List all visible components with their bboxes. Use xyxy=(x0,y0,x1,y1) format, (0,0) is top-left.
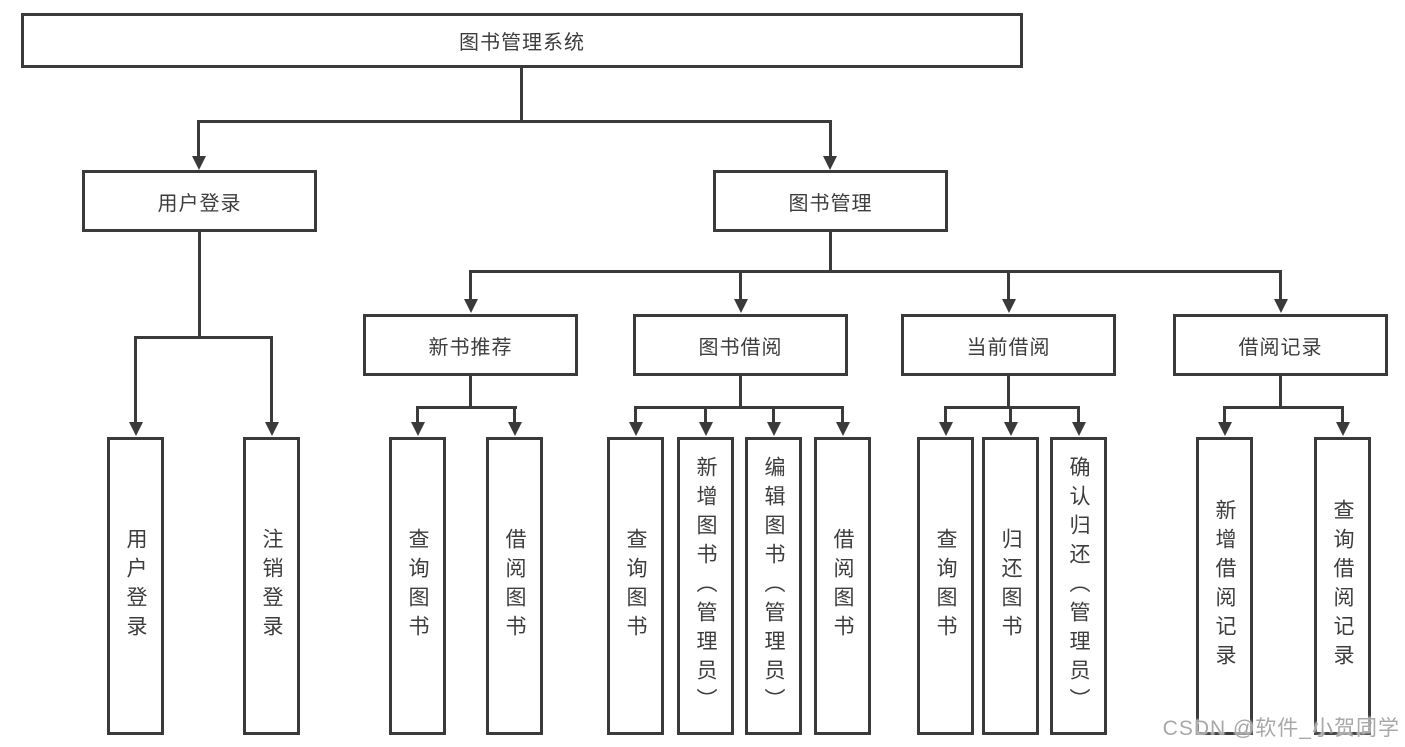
connector-line xyxy=(944,406,947,422)
leaf-confirm-return-admin: 确认归还（管理员） xyxy=(1050,437,1107,735)
connector-line xyxy=(197,120,200,157)
node-book-borrowing: 图书借阅 xyxy=(633,314,848,376)
connector-line xyxy=(634,406,844,409)
leaf-query-books-recommend: 查询图书 xyxy=(389,437,446,735)
leaf-return-books: 归还图书 xyxy=(982,437,1039,735)
arrow-down-icon xyxy=(939,422,953,436)
arrow-down-icon xyxy=(1002,299,1016,313)
arrow-down-icon xyxy=(699,422,713,436)
leaf-borrow-books-recommend: 借阅图书 xyxy=(486,437,543,735)
leaf-label: 查询借阅记录 xyxy=(1331,499,1354,673)
leaf-label: 借阅图书 xyxy=(831,528,854,644)
node-new-book-recommendation: 新书推荐 xyxy=(363,314,578,376)
leaf-query-books-current: 查询图书 xyxy=(917,437,974,735)
node-book-management: 图书管理 xyxy=(713,170,948,232)
node-borrowing-records: 借阅记录 xyxy=(1173,314,1388,376)
leaf-label: 新增图书（管理员） xyxy=(694,455,717,717)
leaf-add-books-admin: 新增图书（管理员） xyxy=(677,437,734,735)
arrow-down-icon xyxy=(508,422,522,436)
leaf-query-borrow-record: 查询借阅记录 xyxy=(1314,437,1371,735)
connector-line xyxy=(1223,406,1226,422)
connector-line xyxy=(704,406,707,422)
leaf-label: 新增借阅记录 xyxy=(1213,499,1236,673)
leaf-label: 查询图书 xyxy=(934,528,957,644)
leaf-add-borrow-record: 新增借阅记录 xyxy=(1196,437,1253,735)
arrow-down-icon xyxy=(823,156,837,170)
leaf-label: 确认归还（管理员） xyxy=(1067,455,1090,717)
connector-line xyxy=(1077,406,1080,422)
connector-line xyxy=(1007,270,1010,300)
arrow-down-icon xyxy=(1218,422,1232,436)
connector-line xyxy=(198,232,201,339)
arrow-down-icon xyxy=(629,422,643,436)
arrow-down-icon xyxy=(411,422,425,436)
connector-line xyxy=(134,336,137,422)
arrow-down-icon xyxy=(1336,422,1350,436)
connector-line xyxy=(1009,406,1012,422)
connector-line xyxy=(469,270,472,300)
node-current-borrowing: 当前借阅 xyxy=(901,314,1116,376)
arrow-down-icon xyxy=(1004,422,1018,436)
leaf-label: 归还图书 xyxy=(999,528,1022,644)
connector-line xyxy=(739,376,742,409)
leaf-label: 注销登录 xyxy=(260,528,283,644)
node-user-login: 用户登录 xyxy=(82,170,317,232)
node-root: 图书管理系统 xyxy=(21,13,1023,68)
leaf-label: 查询图书 xyxy=(406,528,429,644)
connector-line xyxy=(739,270,742,300)
arrow-down-icon xyxy=(265,422,279,436)
arrow-down-icon xyxy=(767,422,781,436)
connector-line xyxy=(520,68,523,123)
connector-line xyxy=(270,336,273,422)
leaf-label: 查询图书 xyxy=(624,528,647,644)
connector-line xyxy=(772,406,775,422)
arrow-down-icon xyxy=(836,422,850,436)
leaf-logout: 注销登录 xyxy=(243,437,300,735)
connector-line xyxy=(469,270,1282,273)
arrow-down-icon xyxy=(734,299,748,313)
arrow-down-icon xyxy=(1274,299,1288,313)
leaf-label: 借阅图书 xyxy=(503,528,526,644)
connector-line xyxy=(469,376,472,409)
connector-line xyxy=(416,406,517,409)
connector-line xyxy=(841,406,844,422)
connector-line xyxy=(513,406,516,422)
connector-line xyxy=(1279,270,1282,300)
connector-line xyxy=(1007,376,1010,409)
connector-line xyxy=(197,120,832,123)
connector-line xyxy=(134,336,273,339)
leaf-user-login: 用户登录 xyxy=(107,437,164,735)
connector-line xyxy=(829,120,832,157)
arrow-down-icon xyxy=(1072,422,1086,436)
arrow-down-icon xyxy=(192,156,206,170)
leaf-query-books-borrow: 查询图书 xyxy=(607,437,664,735)
leaf-edit-books-admin: 编辑图书（管理员） xyxy=(745,437,802,735)
connector-line xyxy=(416,406,419,422)
leaf-label: 编辑图书（管理员） xyxy=(762,455,785,717)
connector-line xyxy=(829,232,832,273)
connector-line xyxy=(944,406,1080,409)
connector-line xyxy=(1341,406,1344,422)
connector-line xyxy=(634,406,637,422)
leaf-borrow-books: 借阅图书 xyxy=(814,437,871,735)
arrow-down-icon xyxy=(464,299,478,313)
watermark: CSDN @软件_小贺同学 xyxy=(1162,717,1400,740)
arrow-down-icon xyxy=(129,422,143,436)
connector-line xyxy=(1223,406,1344,409)
leaf-label: 用户登录 xyxy=(124,528,147,644)
connector-line xyxy=(1279,376,1282,409)
